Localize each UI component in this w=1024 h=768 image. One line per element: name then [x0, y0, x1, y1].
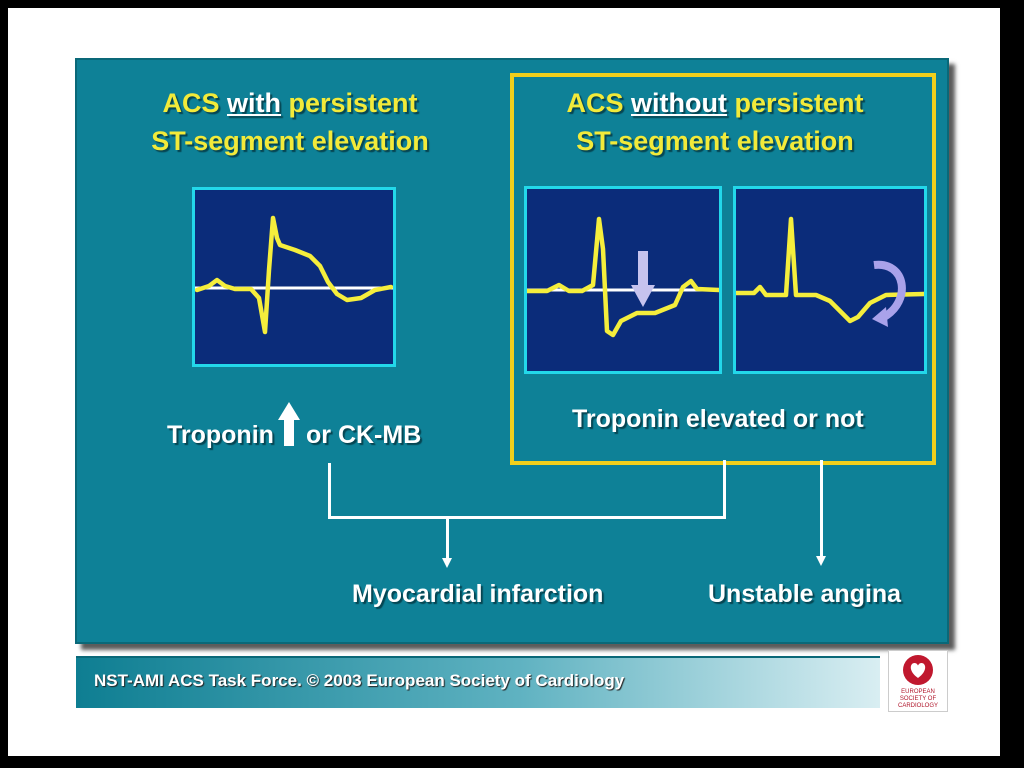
up-arrow-icon: [278, 402, 300, 446]
nste-header-line2: ST-segment elevation: [576, 126, 854, 156]
nste-header-text-b: persistent: [727, 88, 864, 118]
connector-left-down: [328, 463, 331, 518]
heart-logo-icon: [902, 654, 934, 686]
ecg-st-elevation: [192, 187, 396, 367]
stemi-header-with: with: [227, 88, 281, 118]
connector-to-mi: [446, 518, 449, 560]
nste-header-text-a: ACS: [566, 88, 631, 118]
recurrence-arrow-icon: [874, 265, 902, 317]
troponin-ckmb-label: Troponin: [167, 421, 274, 450]
ecg-st-depression: [524, 186, 722, 374]
logo-text-1: EUROPEAN: [889, 689, 947, 695]
stemi-header-line2: ST-segment elevation: [151, 126, 429, 156]
logo-text-3: CARDIOLOGY: [889, 703, 947, 709]
esc-logo: EUROPEAN SOCIETY OF CARDIOLOGY: [888, 650, 948, 712]
outcome-myocardial-infarction: Myocardial infarction: [352, 580, 603, 609]
troponin-label: Troponin: [167, 421, 274, 449]
connector-right-down: [723, 460, 726, 518]
troponin-elevated-or-not: Troponin elevated or not: [572, 405, 864, 434]
connector-to-ua: [820, 460, 823, 558]
copyright-text: NST-AMI ACS Task Force. © 2003 European …: [94, 671, 624, 691]
st-depression-arrow: [631, 251, 655, 307]
nste-header-without: without: [631, 88, 727, 118]
footer-bar: NST-AMI ACS Task Force. © 2003 European …: [76, 656, 880, 708]
arrow-to-mi: [442, 558, 452, 568]
arrow-to-ua: [816, 556, 826, 566]
connector-horizontal: [328, 516, 726, 519]
nste-header: ACS without persistent ST-segment elevat…: [540, 84, 890, 160]
ecg-trace: [527, 219, 719, 335]
ecg-trace: [197, 218, 391, 332]
outcome-unstable-angina: Unstable angina: [708, 580, 901, 609]
stemi-header: ACS with persistent ST-segment elevation: [130, 84, 450, 160]
logo-text-2: SOCIETY OF: [889, 696, 947, 702]
ecg-t-wave-inversion: [733, 186, 927, 374]
ckmb-label: or CK-MB: [306, 421, 421, 450]
stemi-header-text-a: ACS: [162, 88, 227, 118]
stemi-header-text-b: persistent: [281, 88, 418, 118]
